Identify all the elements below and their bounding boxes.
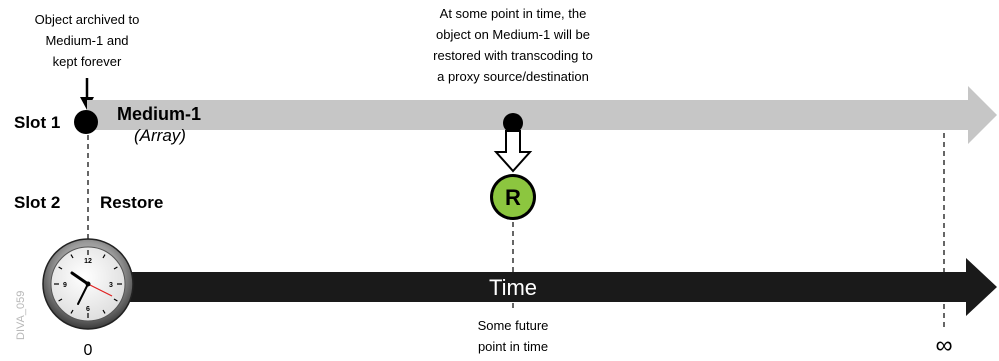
archive-point — [74, 110, 98, 134]
medium-name: Medium-1 — [117, 104, 201, 124]
restore-label: Restore — [100, 193, 163, 212]
restore-event-point — [503, 113, 523, 133]
medium-1-bar — [87, 86, 997, 144]
restore-callout-line-3: restored with transcoding to — [433, 48, 593, 63]
medium-type: (Array) — [134, 126, 186, 145]
clock-icon: 12 3 6 9 — [42, 238, 134, 330]
clock-number-9: 9 — [63, 282, 67, 289]
future-caption-line-2: point in time — [478, 339, 548, 354]
future-caption-line-1: Some future — [478, 318, 549, 333]
timeline-start-label: 0 — [84, 342, 93, 359]
restore-callout-line-2: object on Medium-1 will be — [436, 27, 590, 42]
timeline-end-label: ∞ — [935, 332, 952, 359]
time-label: Time — [489, 275, 537, 300]
clock-number-12: 12 — [84, 258, 92, 265]
restore-badge: R — [490, 174, 536, 220]
restore-callout-line-4: a proxy source/destination — [437, 69, 589, 84]
restore-down-arrow — [493, 130, 533, 173]
restore-badge-letter: R — [505, 185, 521, 210]
archived-callout: Object archived to Medium-1 and kept for… — [35, 12, 140, 69]
slot-2-label: Slot 2 — [14, 193, 60, 212]
restore-callout-line-1: At some point in time, the — [440, 6, 587, 21]
clock-number-3: 3 — [109, 282, 113, 289]
archived-callout-line-2: Medium-1 and — [45, 33, 128, 48]
clock-number-6: 6 — [86, 306, 90, 313]
archived-callout-line-1: Object archived to — [35, 12, 140, 27]
restore-callout: At some point in time, the object on Med… — [433, 6, 593, 84]
figure-id: DIVA_059 — [15, 291, 27, 340]
archived-callout-line-3: kept forever — [53, 54, 122, 69]
time-bar — [118, 258, 997, 316]
slot-1-label: Slot 1 — [14, 113, 60, 132]
